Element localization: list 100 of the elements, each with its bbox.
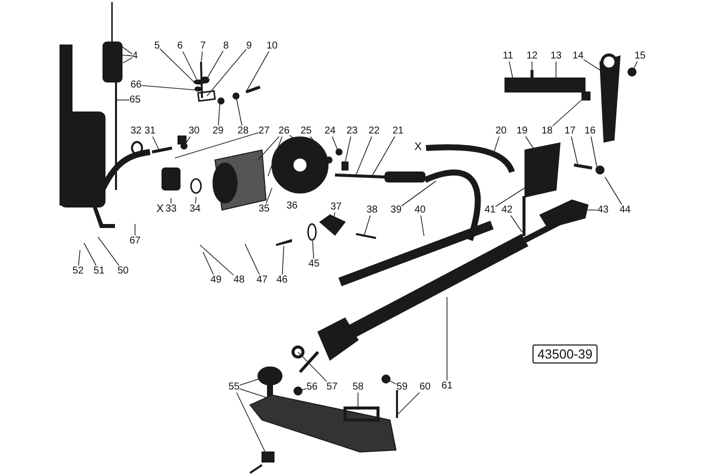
drawing-number: 43500-39 — [532, 344, 598, 364]
callout-number: 67 — [129, 236, 141, 246]
leader-line — [552, 96, 586, 126]
callout-number: 22 — [368, 126, 380, 136]
callout-number: 46 — [276, 274, 288, 286]
leader-line — [218, 100, 220, 126]
hose-end-mark: X — [156, 203, 164, 215]
leader-line — [200, 51, 203, 64]
leader-line — [206, 48, 247, 96]
callout-number: 49 — [210, 274, 222, 286]
leader-line — [590, 136, 598, 168]
callout-number: 6 — [177, 40, 183, 52]
leader-line — [310, 136, 328, 160]
leader-line — [525, 136, 546, 166]
leader-line — [78, 250, 80, 266]
leader-line — [134, 224, 136, 236]
callout-number: 47 — [256, 274, 268, 286]
leader-line — [195, 196, 196, 204]
callout-number: 31 — [144, 126, 156, 136]
leader-line — [236, 392, 268, 458]
callout-number: 16 — [584, 126, 596, 136]
leader-line — [239, 378, 262, 386]
callout-number: 59 — [396, 382, 408, 392]
leader-line — [632, 61, 638, 72]
leader-line — [98, 236, 120, 266]
callout-number: 55 — [228, 382, 240, 392]
leader-line — [372, 136, 396, 176]
callout-number: 10 — [266, 40, 278, 52]
callout-number: 66 — [130, 80, 142, 90]
leader-line — [152, 136, 160, 152]
callout-number: 17 — [564, 126, 576, 136]
leader-line — [159, 48, 196, 84]
leader-line — [170, 198, 172, 204]
callout-number: 35 — [258, 204, 270, 214]
callout-number: 14 — [572, 50, 584, 62]
leader-line — [396, 392, 420, 416]
callout-number: 12 — [526, 50, 538, 62]
leader-line — [204, 50, 224, 82]
leader-line — [141, 85, 196, 90]
leader-line — [604, 176, 622, 205]
callout-number: 33 — [165, 204, 177, 214]
callout-number: 28 — [237, 126, 249, 136]
callout-number: 43 — [597, 204, 609, 216]
leader-line — [570, 136, 578, 166]
callout-number: 23 — [346, 126, 358, 136]
leader-line — [120, 54, 133, 56]
ring-icon — [307, 223, 317, 241]
callout-number: 30 — [188, 126, 200, 136]
leader-line — [420, 215, 424, 236]
leader-line — [184, 136, 191, 146]
callout-number: 42 — [501, 204, 513, 216]
leader-line — [298, 352, 328, 382]
leader-line — [282, 246, 284, 275]
leader-line — [386, 378, 397, 385]
leader-line — [239, 388, 268, 398]
callout-number: 5 — [154, 40, 160, 52]
callout-number: 19 — [516, 126, 528, 136]
callout-number: 25 — [300, 126, 312, 136]
hose-end-mark: X — [414, 141, 422, 153]
leader-line — [364, 215, 371, 236]
callout-number: 57 — [326, 382, 338, 392]
callout-number: 4 — [132, 50, 138, 62]
leader-line — [174, 132, 259, 158]
callout-number: 60 — [419, 382, 431, 392]
callout-number: 7 — [200, 40, 206, 52]
callout-number: 9 — [246, 40, 252, 52]
callout-number: 34 — [189, 204, 201, 214]
callout-number: 45 — [308, 258, 320, 270]
leader-line — [510, 215, 522, 232]
leader-line — [236, 96, 242, 126]
callout-number: 26 — [278, 126, 290, 136]
leader-line — [289, 134, 318, 158]
leader-line — [202, 252, 214, 275]
callout-number: 58 — [352, 382, 364, 392]
leader-line — [246, 51, 270, 92]
callout-number: 44 — [619, 204, 631, 216]
callout-number: 40 — [414, 204, 426, 216]
leader-line — [583, 59, 604, 72]
leader-line — [268, 136, 282, 176]
callout-number: 39 — [390, 204, 402, 216]
leader-line — [344, 136, 352, 164]
leader-line — [508, 61, 514, 84]
leader-line — [312, 240, 314, 259]
leader-line — [122, 57, 133, 64]
callout-number: 41 — [484, 204, 496, 216]
callout-number: 56 — [306, 382, 318, 392]
callout-number: 13 — [550, 50, 562, 62]
callout-number: 15 — [634, 50, 646, 62]
callout-number: 18 — [541, 126, 553, 136]
callout-number: 52 — [72, 266, 84, 276]
callout-number: 24 — [324, 126, 336, 136]
callout-number: 20 — [495, 126, 507, 136]
leader-line — [84, 242, 96, 266]
callout-number: 29 — [212, 126, 224, 136]
leader-line — [258, 136, 280, 160]
leader-line — [182, 51, 198, 82]
leader-line — [120, 46, 133, 54]
callout-number: 27 — [258, 126, 270, 136]
callout-number: 21 — [392, 126, 404, 136]
leader-line — [266, 188, 272, 204]
